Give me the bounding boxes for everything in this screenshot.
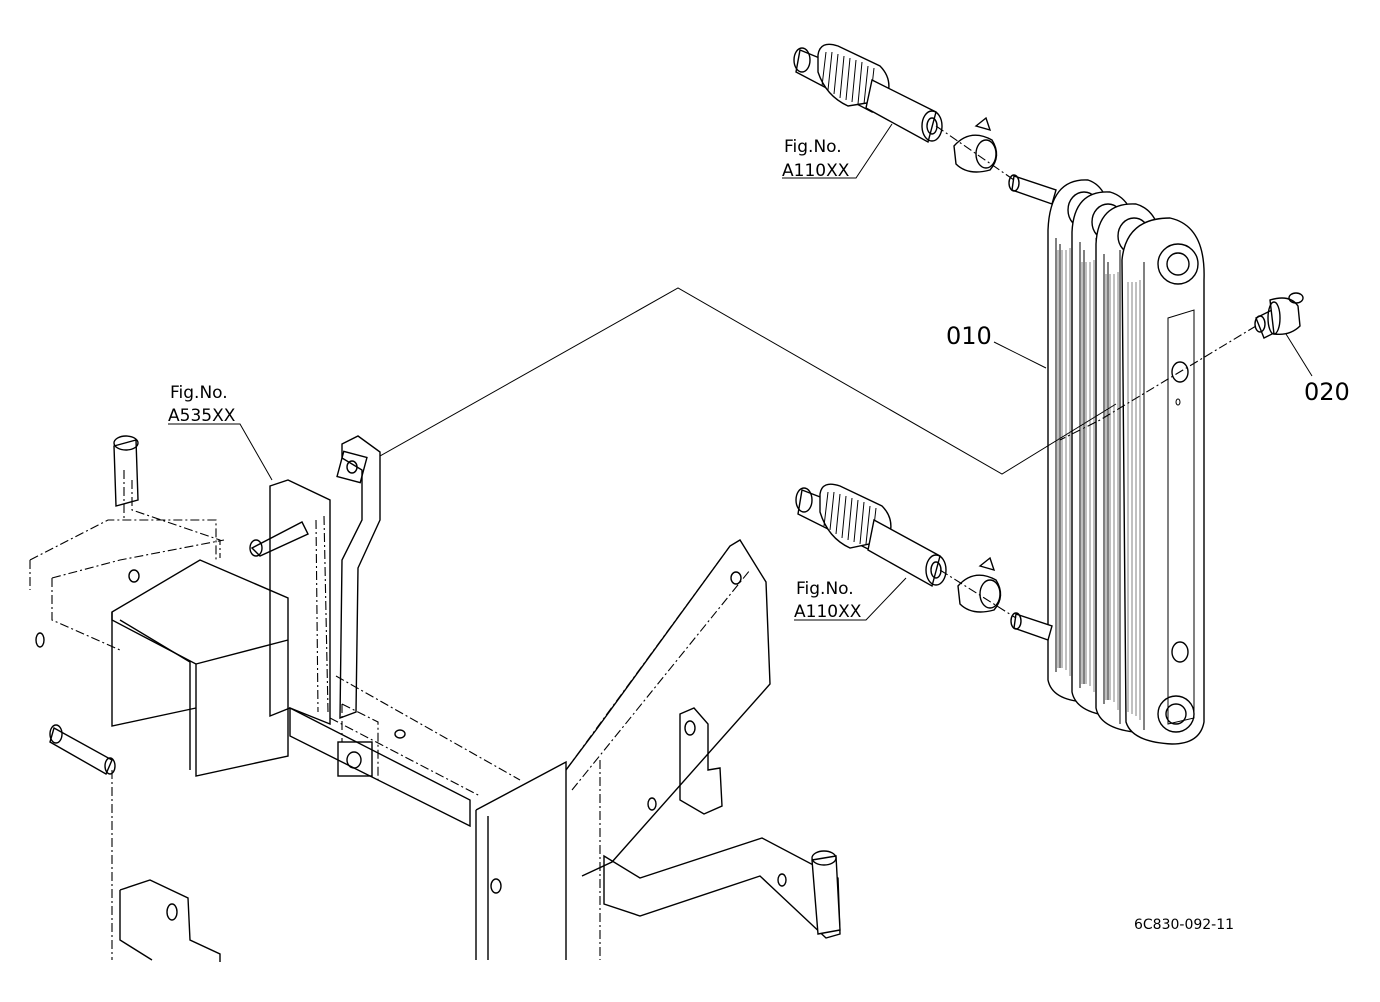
hose-clamp-top	[953, 116, 998, 173]
hose-clamp-bottom	[957, 556, 1002, 613]
cooler-fitting-bottom	[1010, 612, 1053, 641]
frame-structure	[29, 287, 1117, 962]
cooler-fins	[1057, 248, 1141, 720]
drawing-code: 6C830-092-11	[1134, 917, 1234, 933]
leader-lines	[168, 123, 1313, 621]
cooler-plate-4	[1121, 217, 1205, 745]
part-number-020: 020	[1304, 378, 1350, 406]
svg-text:A110XX: A110XX	[794, 602, 862, 622]
svg-text:Fig.No.: Fig.No.	[170, 383, 228, 403]
bolt	[1254, 292, 1304, 339]
svg-text:A535XX: A535XX	[168, 406, 236, 426]
ref-label-left: Fig.No. A535XX	[168, 383, 236, 426]
cooler-fitting-top	[1008, 174, 1057, 205]
hose-top	[793, 43, 943, 144]
svg-text:Fig.No.: Fig.No.	[784, 137, 842, 157]
part-number-010: 010	[946, 322, 992, 350]
oil-cooler	[1008, 174, 1205, 745]
hose-bottom	[795, 483, 947, 588]
svg-text:A110XX: A110XX	[782, 161, 850, 181]
ref-label-mid: Fig.No. A110XX	[794, 579, 862, 622]
svg-text:Fig.No.: Fig.No.	[796, 579, 854, 599]
ref-label-top: Fig.No. A110XX	[782, 137, 850, 181]
assembly-centerlines	[935, 125, 1257, 619]
